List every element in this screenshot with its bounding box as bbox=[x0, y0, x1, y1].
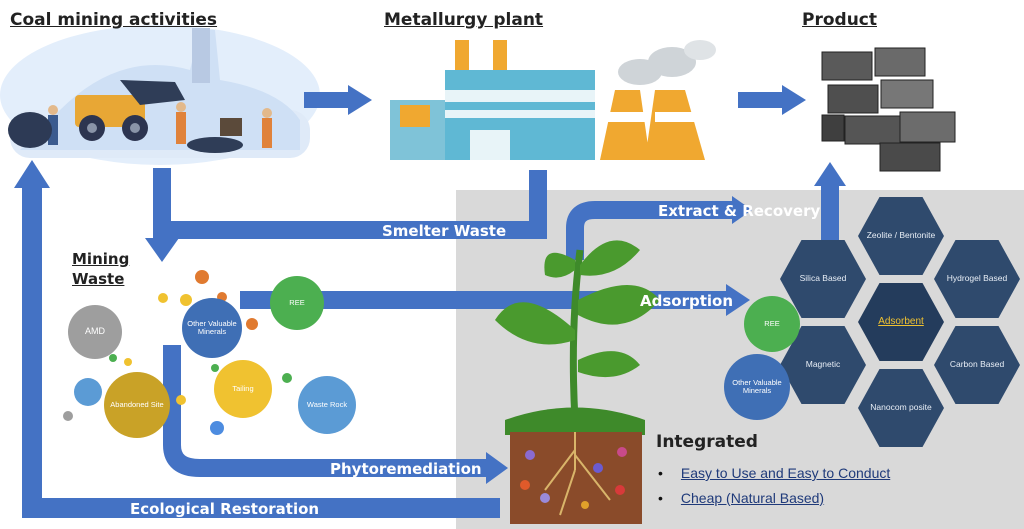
coal-mining-illustration bbox=[0, 25, 320, 165]
circle-waste-rock: Waste Rock bbox=[298, 376, 356, 434]
adsorption-label: Adsorption bbox=[640, 292, 734, 310]
integrated-point-1-text: Easy to Use and Easy to Conduct bbox=[680, 465, 891, 481]
metallurgy-plant-illustration bbox=[390, 40, 716, 160]
circle-abandoned-site-label: Abandoned Site bbox=[110, 399, 164, 409]
coal-mining-title: Coal mining activities bbox=[10, 10, 218, 30]
arrow-ecological-restoration bbox=[22, 185, 500, 518]
circle-other-minerals-adsorbent-label: Other Valuable Minerals bbox=[732, 377, 782, 395]
product-title: Product bbox=[802, 10, 877, 30]
circle-ree-waste-label: REE bbox=[289, 297, 305, 307]
circle-ree-waste: REE bbox=[270, 276, 324, 330]
smelter-waste-label: Smelter Waste bbox=[382, 222, 507, 240]
ecological-restoration-label: Ecological Restoration bbox=[130, 500, 320, 518]
arrow-extract-recovery bbox=[566, 201, 735, 260]
circle-ree-adsorbent: REE bbox=[744, 296, 800, 352]
hex-magnetic-label: Magnetic bbox=[805, 359, 841, 370]
product-blocks-illustration bbox=[821, 47, 956, 172]
circle-amd-label: AMD bbox=[85, 326, 105, 337]
hex-nanocomposite-label: Nanocom posite bbox=[870, 402, 932, 413]
decorative-dots bbox=[63, 270, 292, 435]
circle-amd: AMD bbox=[68, 305, 122, 359]
plant-illustration bbox=[495, 240, 660, 524]
circle-small-blue bbox=[74, 378, 102, 406]
metallurgy-plant-title: Metallurgy plant bbox=[384, 10, 544, 30]
hex-carbon-label: Carbon Based bbox=[949, 359, 1005, 370]
bullet-dot: • bbox=[658, 465, 663, 481]
bullet-dot: • bbox=[658, 490, 663, 506]
integrated-point-1: • Easy to Use and Easy to Conduct bbox=[658, 465, 890, 481]
hex-hydrogel-label: Hydrogel Based bbox=[946, 273, 1008, 284]
hex-adsorbent-center-label: Adsorbent bbox=[878, 316, 924, 328]
extract-recovery-label: Extract & Recovery bbox=[658, 202, 821, 220]
circle-other-minerals: Other Valuable Minerals bbox=[182, 298, 242, 358]
arrow-smelter-waste bbox=[170, 170, 547, 239]
circle-other-minerals-label: Other Valuable Minerals bbox=[187, 318, 237, 336]
circle-tailing: Tailing bbox=[214, 360, 272, 418]
circle-other-minerals-adsorbent: Other Valuable Minerals bbox=[724, 354, 790, 420]
hex-zeolite-label: Zeolite / Bentonite bbox=[866, 230, 936, 241]
integrated-point-2-text: Cheap (Natural Based) bbox=[680, 490, 825, 506]
mining-waste-title-line2: Waste bbox=[72, 270, 125, 288]
integrated-title: Integrated bbox=[656, 432, 758, 452]
circle-tailing-label: Tailing bbox=[232, 383, 254, 393]
arrow-phytoremediation bbox=[163, 345, 490, 477]
circle-ree-adsorbent-label: REE bbox=[764, 318, 780, 328]
circle-waste-rock-label: Waste Rock bbox=[306, 399, 348, 409]
hex-silica-label: Silica Based bbox=[799, 273, 847, 284]
mining-waste-title-line1: Mining bbox=[72, 250, 130, 268]
integrated-point-2: • Cheap (Natural Based) bbox=[658, 490, 824, 506]
phytoremediation-label: Phytoremediation bbox=[330, 460, 482, 478]
circle-abandoned-site: Abandoned Site bbox=[104, 372, 170, 438]
